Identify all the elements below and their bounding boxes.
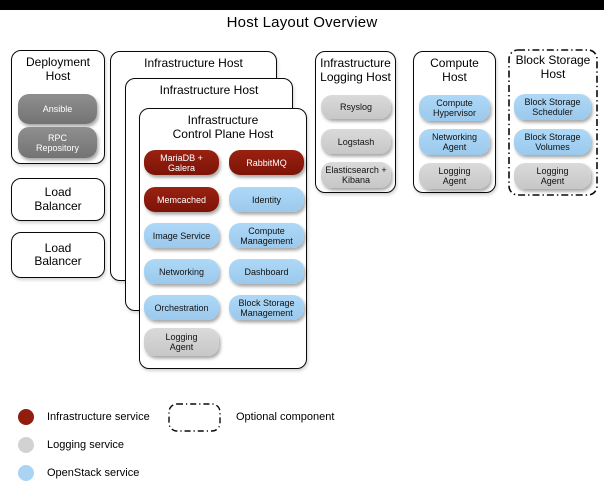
block-storage-host-title: Block Storage Host xyxy=(515,53,591,81)
service-image-service: Image Service xyxy=(144,223,219,248)
service-networking: Networking xyxy=(144,259,219,284)
service-ansible: Ansible xyxy=(18,94,97,124)
block-storage-host-box: Block Storage Host Block Storage Schedul… xyxy=(508,49,598,196)
service-block-storage-management: Block Storage Management xyxy=(229,295,304,320)
legend-swatch-infrastructure xyxy=(18,409,34,425)
service-logstash: Logstash xyxy=(321,129,391,154)
load-balancer-box-2: Load Balancer xyxy=(11,232,105,278)
legend-label-infrastructure: Infrastructure service xyxy=(47,411,150,423)
service-elasticsearch-kibana: Elasticsearch + Kibana xyxy=(321,162,391,188)
legend-label-logging: Logging service xyxy=(47,439,125,451)
service-rpc-repository: RPC Repository xyxy=(18,127,97,158)
compute-host-title: Compute Host xyxy=(430,56,479,84)
service-rsyslog: Rsyslog xyxy=(321,95,391,119)
legend-label-optional: Optional component xyxy=(236,411,335,423)
infrastructure-host-title-1: Infrastructure Host xyxy=(144,56,243,70)
service-compute-hypervisor: Compute Hypervisor xyxy=(419,95,490,121)
logging-host-box: Infrastructure Logging Host Rsyslog Logs… xyxy=(315,51,396,193)
deployment-host-box: Deployment Host Ansible RPC Repository xyxy=(11,50,105,164)
service-block-storage-volumes: Block Storage Volumes xyxy=(514,129,591,155)
legend-swatch-logging xyxy=(18,437,34,453)
service-networking-agent: Networking Agent xyxy=(419,129,490,155)
logging-host-title: Infrastructure Logging Host xyxy=(320,56,391,84)
service-logging-agent-block-storage: Logging Agent xyxy=(514,163,591,189)
service-dashboard: Dashboard xyxy=(229,259,304,284)
service-mariadb-galera: MariaDB + Galera xyxy=(144,150,219,175)
compute-host-box: Compute Host Compute Hypervisor Networki… xyxy=(413,51,496,193)
service-memcached: Memcached xyxy=(144,187,219,212)
top-black-bar xyxy=(0,0,604,10)
control-plane-host-box: Infrastructure Control Plane Host MariaD… xyxy=(139,108,307,369)
service-block-storage-scheduler: Block Storage Scheduler xyxy=(514,94,591,120)
legend-label-openstack: OpenStack service xyxy=(47,467,140,479)
legend-swatch-openstack xyxy=(18,465,34,481)
service-identity: Identity xyxy=(229,187,304,212)
service-compute-management: Compute Management xyxy=(229,223,304,248)
service-rabbitmq: RabbitMQ xyxy=(229,150,304,175)
service-logging-agent-compute: Logging Agent xyxy=(419,163,490,189)
load-balancer-box-1: Load Balancer xyxy=(11,178,105,221)
control-plane-host-title: Infrastructure Control Plane Host xyxy=(172,113,274,141)
legend-optional-box xyxy=(168,403,221,432)
deployment-host-title: Deployment Host xyxy=(25,55,91,83)
service-logging-agent-control-plane: Logging Agent xyxy=(144,328,219,356)
service-orchestration: Orchestration xyxy=(144,295,219,320)
infrastructure-host-title-2: Infrastructure Host xyxy=(159,83,259,97)
diagram-title: Host Layout Overview xyxy=(226,14,378,31)
